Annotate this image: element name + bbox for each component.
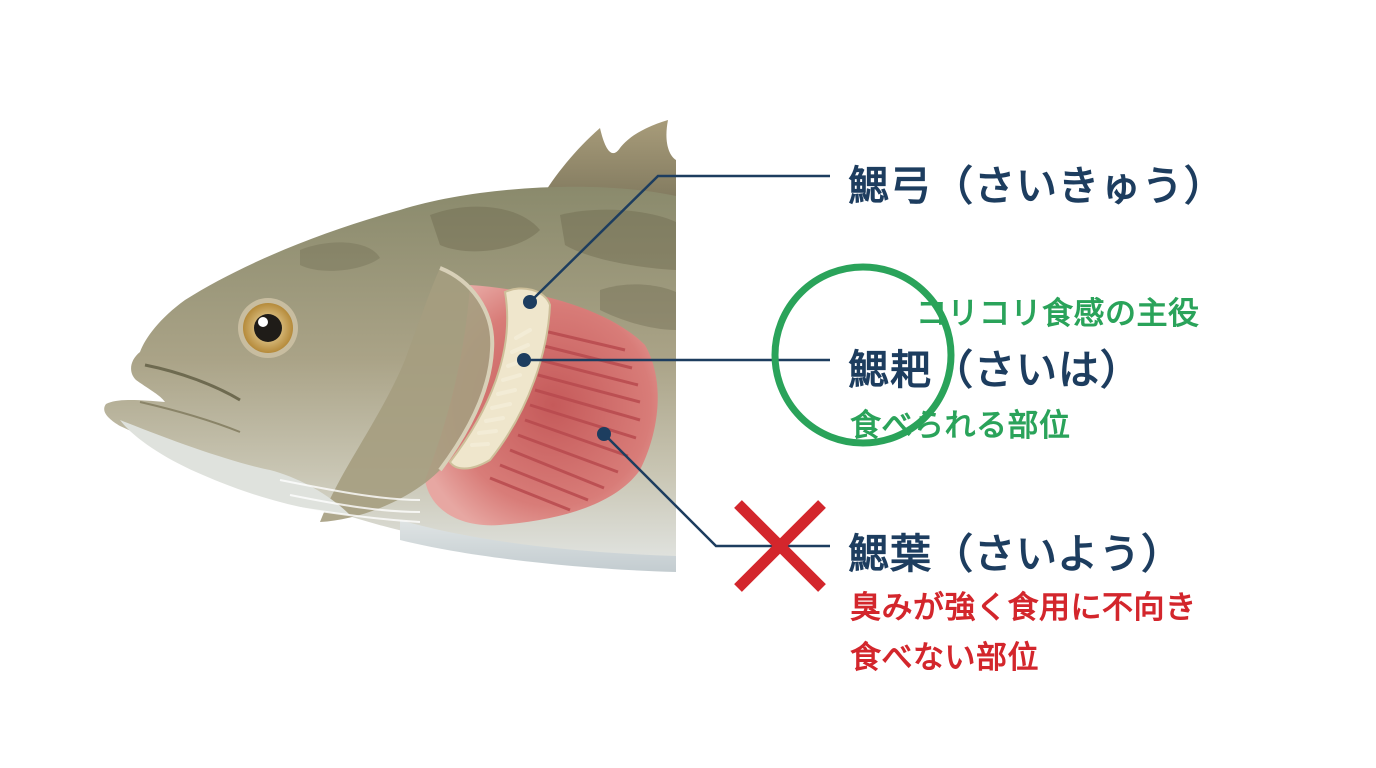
label-saiyo: 鰓葉（さいよう） xyxy=(848,530,1184,578)
leader-line-saiyo xyxy=(603,433,830,548)
leader-dots xyxy=(517,295,611,441)
fish-belly xyxy=(400,520,676,572)
mouth-line xyxy=(139,401,241,433)
body-patch xyxy=(560,209,676,270)
body-patch xyxy=(300,242,380,271)
fish-eye xyxy=(238,298,298,358)
note-saiha-texture: コリコリ食感の主役 xyxy=(916,296,1200,332)
gill-membrane-lines xyxy=(279,479,421,523)
note-saiha-edible: 食べられる部位 xyxy=(850,408,1071,444)
label-saiha: 鰓耙（さいは） xyxy=(848,346,1142,394)
body-patch xyxy=(600,284,676,330)
note-saiyo-reason: 臭みが強く食用に不向き xyxy=(850,590,1197,626)
leader-dot-saikyu xyxy=(523,295,537,309)
gill-cover xyxy=(320,268,493,522)
note-saiyo-inedible: 食べない部位 xyxy=(850,640,1039,676)
cross-icon xyxy=(734,500,826,592)
label-saikyu: 鰓弓（さいきゅう） xyxy=(848,162,1226,210)
mouth-line xyxy=(144,363,241,402)
leader-line-saikyu xyxy=(529,174,830,303)
leader-dot-saiyo xyxy=(597,427,611,441)
gill-filaments xyxy=(489,328,641,512)
gill-cover-edge xyxy=(438,266,495,472)
body-patch xyxy=(430,206,540,252)
leader-lines xyxy=(524,174,830,548)
leader-dot-saiha xyxy=(517,353,531,367)
fish-head xyxy=(104,120,676,572)
lower-jaw xyxy=(120,420,350,515)
circle-icon xyxy=(771,263,955,447)
